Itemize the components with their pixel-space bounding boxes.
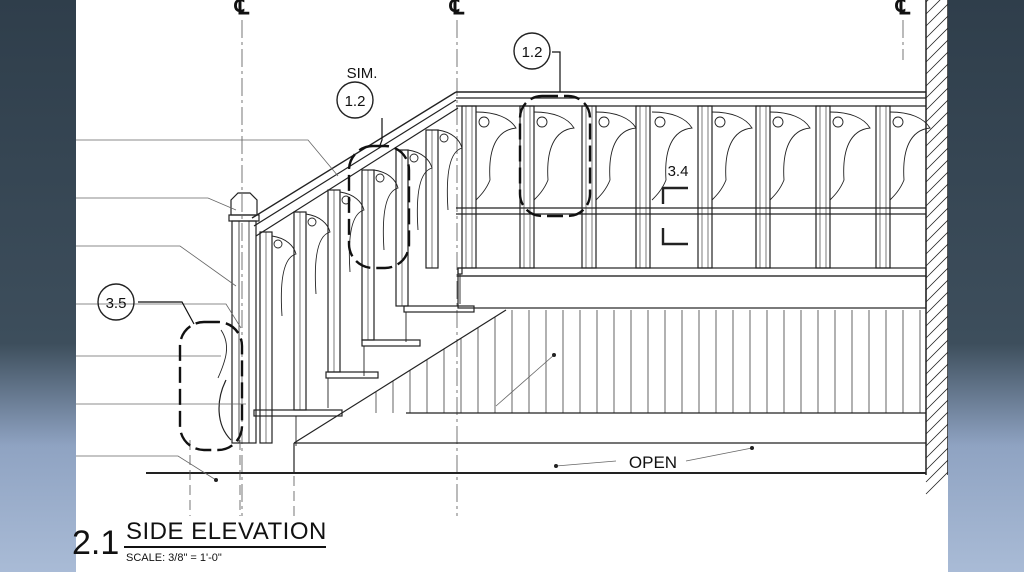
drawing-scale: SCALE: 3/8" = 1'-0" <box>126 552 222 564</box>
sloped-handrail <box>251 91 459 237</box>
scroll-brackets <box>271 111 931 317</box>
drawing-sheet: 1.2 SIM. 1.2 3.5 3.4 OPEN ℄ ℄ ℄ 2.1 SIDE… <box>72 0 948 572</box>
detail-callout-outlines <box>178 94 592 452</box>
callout-circle-1 <box>336 81 374 119</box>
callout-label-2: 1.2 <box>522 44 543 61</box>
section-mark-label: 3.4 <box>668 163 689 180</box>
callout-circle-2 <box>513 32 551 70</box>
drawing-number: 2.1 <box>72 524 120 562</box>
side-elevation-drawing: 1.2 SIM. 1.2 3.5 3.4 OPEN ℄ ℄ ℄ <box>76 0 948 516</box>
title-underline <box>124 546 326 548</box>
upper-handrail <box>456 91 926 215</box>
leader-lines <box>76 139 753 481</box>
stair-treads <box>253 267 475 446</box>
callout-label-3: 3.5 <box>106 295 127 312</box>
drawing-title: SIDE ELEVATION <box>126 518 327 545</box>
section-mark <box>661 186 688 246</box>
centerline-symbol-3: ℄ <box>895 0 911 19</box>
callout-note-sim: SIM. <box>347 65 378 82</box>
callout-label-1: 1.2 <box>345 93 366 110</box>
newel-post <box>217 192 260 444</box>
open-label: OPEN <box>629 453 677 472</box>
wall-section <box>925 0 948 495</box>
centerline-symbol-1: ℄ <box>234 0 250 19</box>
centerline-symbol-2: ℄ <box>449 0 465 19</box>
landing-beam <box>457 267 927 309</box>
balusters <box>259 105 891 444</box>
background-left <box>0 0 76 572</box>
beadboard-panel <box>375 310 921 413</box>
background-right <box>948 0 1024 572</box>
callout-circle-3 <box>97 283 135 321</box>
